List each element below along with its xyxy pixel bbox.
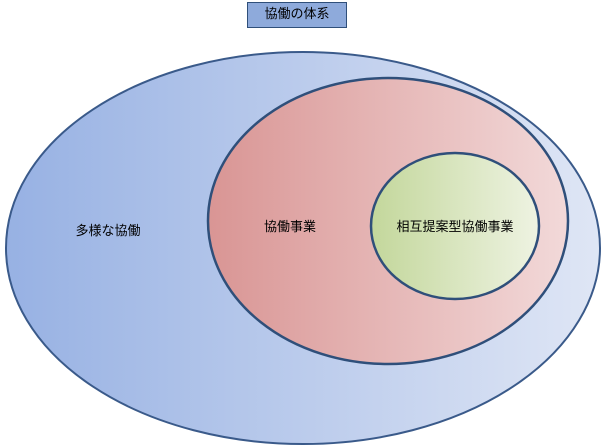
inner-label: 相互提案型協働事業	[396, 219, 513, 235]
inner-ellipse	[369, 151, 541, 301]
diagram-title: 協働の体系	[247, 2, 347, 28]
outer-label: 多様な協働	[75, 223, 140, 239]
middle-label: 協働事業	[264, 219, 316, 235]
